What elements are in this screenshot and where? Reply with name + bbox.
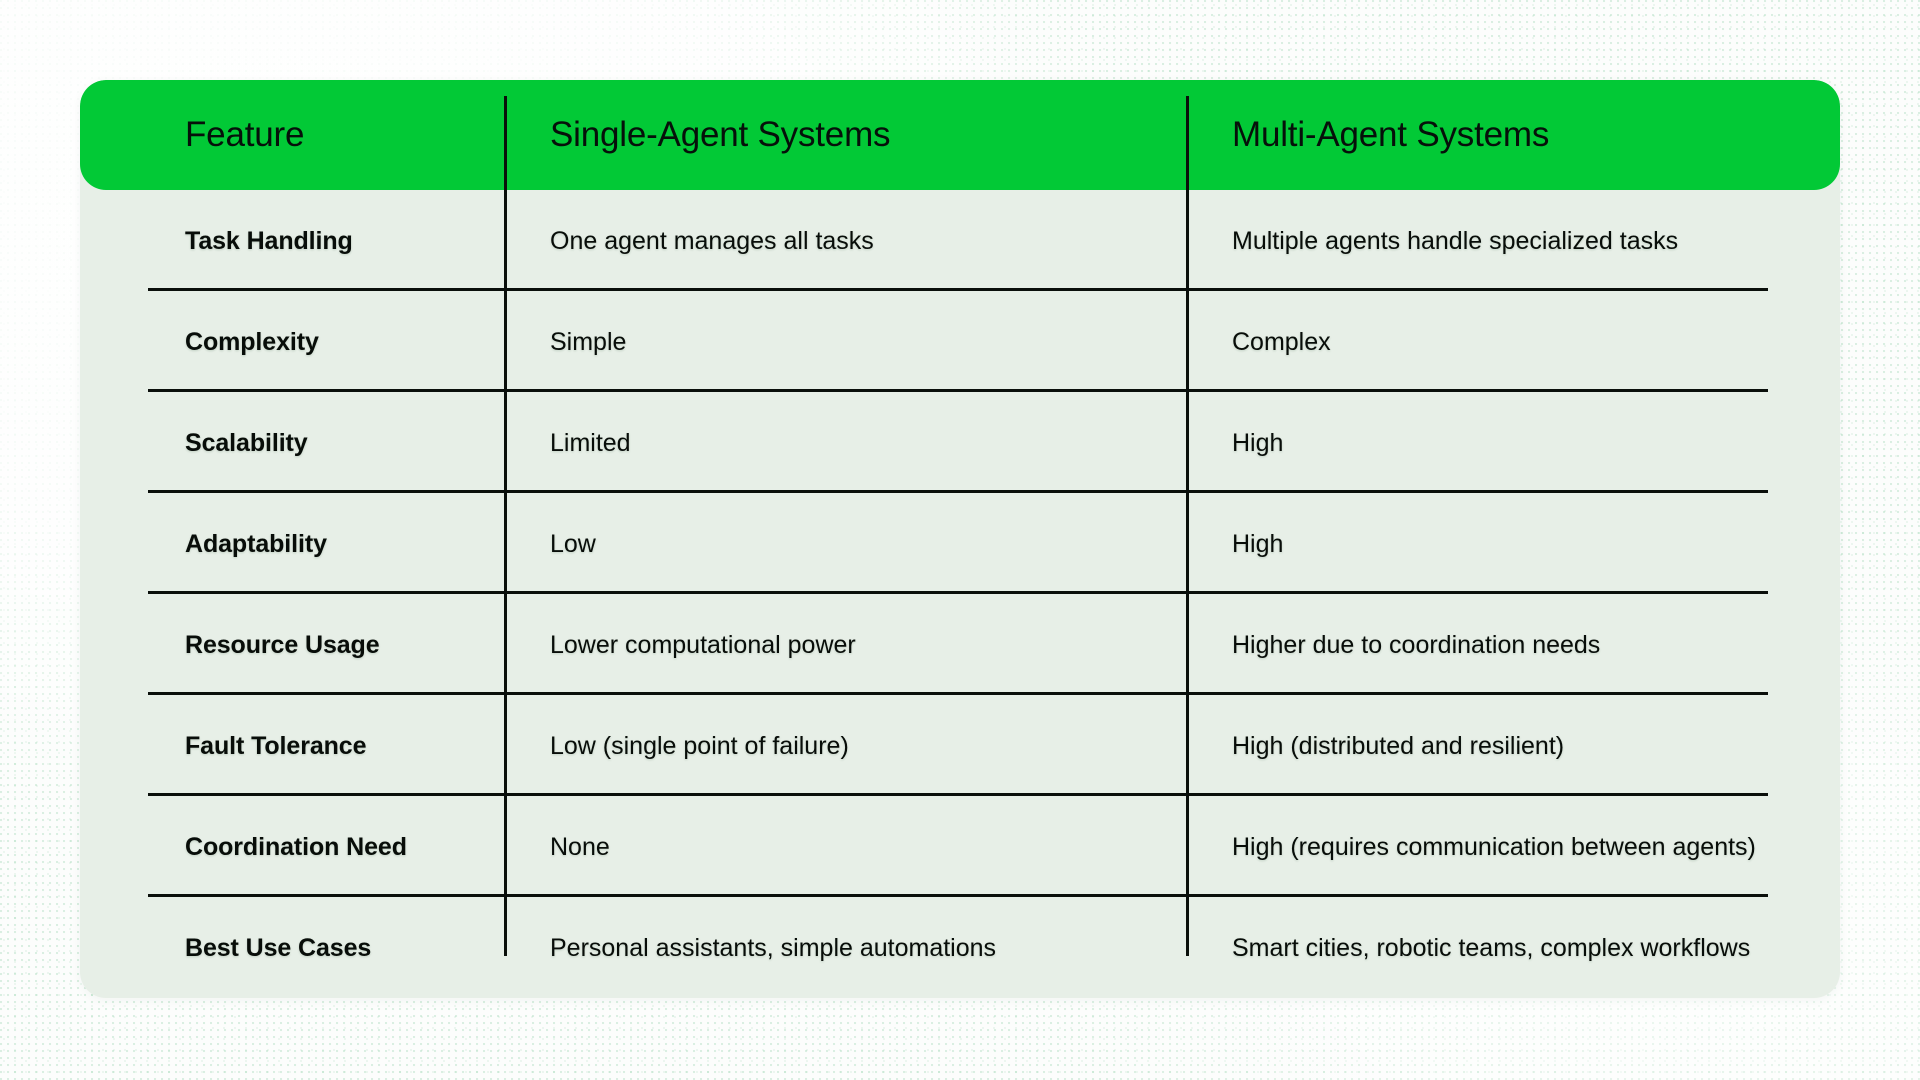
cell-feature: Fault Tolerance xyxy=(185,731,367,760)
table-row: Complexity Simple Complex xyxy=(80,291,1840,392)
cell-multi-agent: Multiple agents handle specialized tasks xyxy=(1232,226,1679,255)
column-divider-2 xyxy=(1186,96,1189,956)
table-row: Coordination Need None High (requires co… xyxy=(80,796,1840,897)
cell-single-agent: Low (single point of failure) xyxy=(550,731,849,760)
cell-feature: Scalability xyxy=(185,428,308,457)
comparison-table-card: Feature Single-Agent Systems Multi-Agent… xyxy=(80,80,1840,998)
cell-feature: Task Handling xyxy=(185,226,353,255)
cell-multi-agent: Smart cities, robotic teams, complex wor… xyxy=(1232,933,1751,962)
cell-single-agent: Limited xyxy=(550,428,631,457)
table-row: Best Use Cases Personal assistants, simp… xyxy=(80,897,1840,998)
row-separator xyxy=(148,389,1768,392)
cell-multi-agent: Higher due to coordination needs xyxy=(1232,630,1601,659)
cell-single-agent: One agent manages all tasks xyxy=(550,226,874,255)
comparison-table: Feature Single-Agent Systems Multi-Agent… xyxy=(80,80,1840,998)
cell-single-agent: Simple xyxy=(550,327,627,356)
cell-feature: Resource Usage xyxy=(185,630,380,659)
table-row: Task Handling One agent manages all task… xyxy=(80,190,1840,291)
column-header-feature: Feature xyxy=(185,115,305,154)
cell-multi-agent: High (requires communication between age… xyxy=(1232,832,1756,861)
cell-multi-agent: High xyxy=(1232,428,1284,457)
table-row: Fault Tolerance Low (single point of fai… xyxy=(80,695,1840,796)
row-separator xyxy=(148,692,1768,695)
table-row: Scalability Limited High xyxy=(80,392,1840,493)
cell-feature: Adaptability xyxy=(185,529,327,558)
table-row: Adaptability Low High xyxy=(80,493,1840,594)
row-separator xyxy=(148,793,1768,796)
table-header-row: Feature Single-Agent Systems Multi-Agent… xyxy=(80,80,1840,190)
row-separator xyxy=(148,490,1768,493)
cell-feature: Complexity xyxy=(185,327,319,356)
column-divider-1 xyxy=(504,96,507,956)
row-separator xyxy=(148,288,1768,291)
table-body: Task Handling One agent manages all task… xyxy=(80,190,1840,998)
cell-single-agent: Personal assistants, simple automations xyxy=(550,933,997,962)
cell-feature: Coordination Need xyxy=(185,832,407,861)
cell-single-agent: Low xyxy=(550,529,596,558)
column-header-multi-agent-systems: Multi-Agent Systems xyxy=(1232,115,1550,154)
cell-multi-agent: High xyxy=(1232,529,1284,558)
cell-single-agent: Lower computational power xyxy=(550,630,856,659)
column-header-single-agent-systems: Single-Agent Systems xyxy=(550,115,891,154)
row-separator xyxy=(148,894,1768,897)
row-separator xyxy=(148,591,1768,594)
cell-multi-agent: High (distributed and resilient) xyxy=(1232,731,1565,760)
cell-feature: Best Use Cases xyxy=(185,933,372,962)
cell-single-agent: None xyxy=(550,832,610,861)
cell-multi-agent: Complex xyxy=(1232,327,1331,356)
table-row: Resource Usage Lower computational power… xyxy=(80,594,1840,695)
